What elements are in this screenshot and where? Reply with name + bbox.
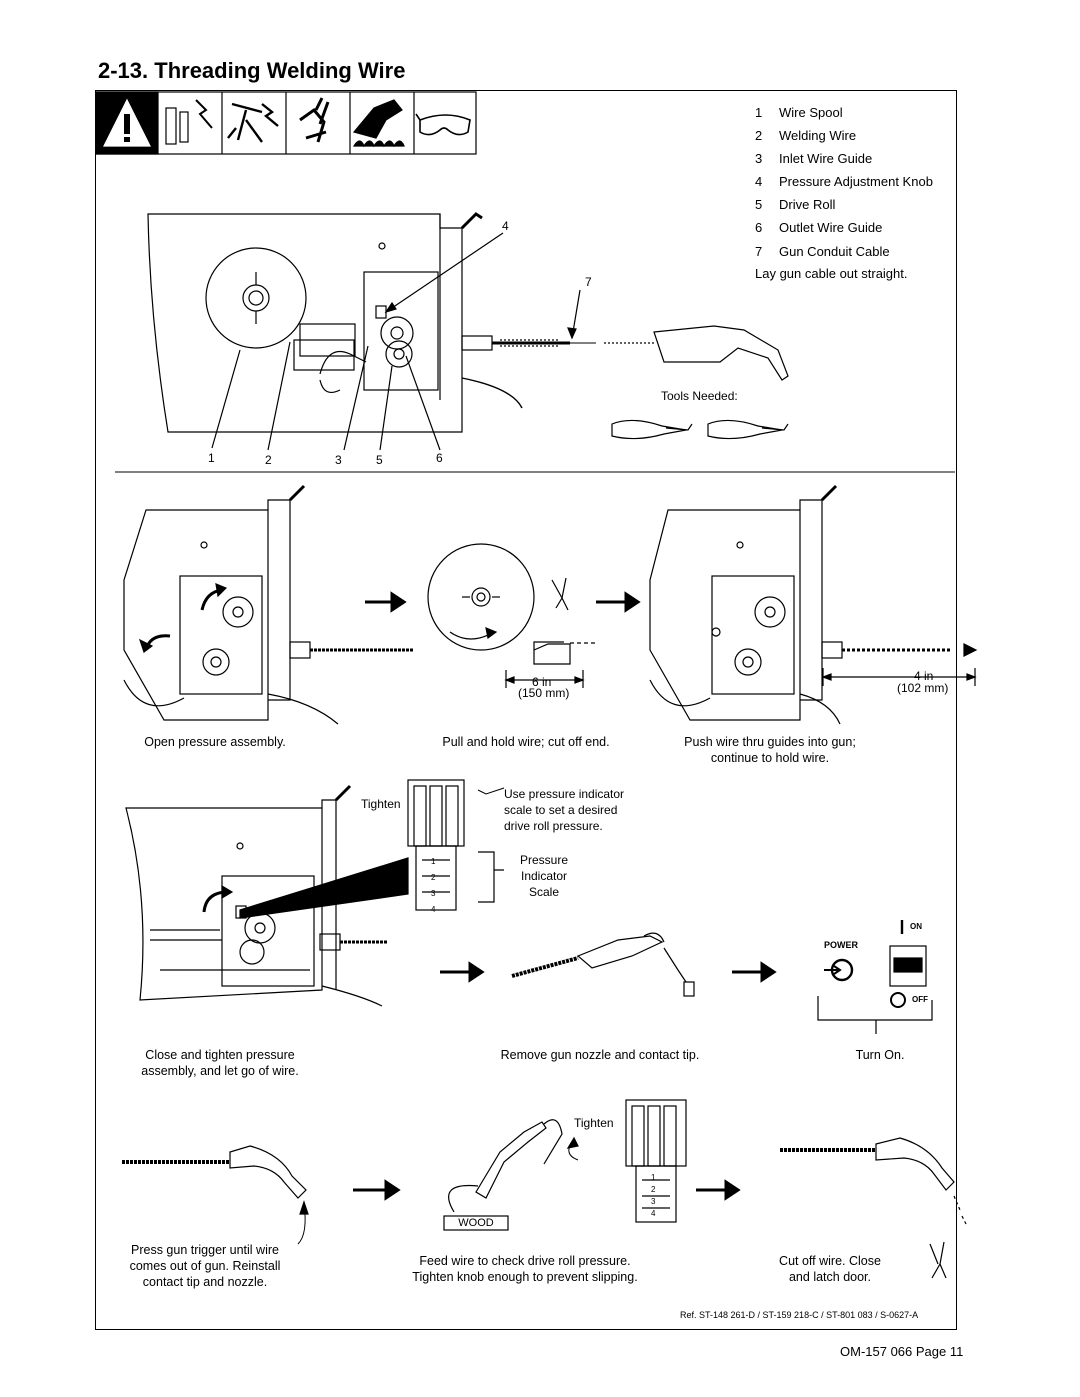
callout-1: 1 (208, 451, 215, 465)
caption-pull: Pull and hold wire; cut off end. (442, 735, 610, 749)
reference-numbers: Ref. ST-148 261-D / ST-159 218-C / ST-80… (680, 1310, 919, 1320)
off-label: OFF (912, 995, 928, 1004)
power-switch-diagram (817, 920, 933, 1034)
caption-push: Push wire thru guides into gun;continue … (684, 735, 856, 765)
tighten-label-2: Tighten (574, 1116, 614, 1130)
dimension-102-mm: (102 mm) (897, 681, 949, 695)
arrow-icons (353, 591, 777, 1201)
power-label: POWER (824, 940, 859, 950)
caption-turn-on: Turn On. (855, 1048, 905, 1062)
page-title: 2-13. Threading Welding Wire (98, 58, 406, 83)
caption-open: Open pressure assembly. (144, 735, 286, 749)
safety-glasses-icon (415, 113, 471, 136)
gun-removal-diagram (511, 932, 695, 997)
step-open-diagram (123, 484, 414, 725)
drive-roll-bottom (385, 340, 413, 368)
electric-shock-icon (165, 99, 213, 145)
content-frame (95, 90, 957, 1330)
tools-needed-label: Tools Needed: (661, 389, 738, 403)
dimension-4-in: 4 in (914, 669, 934, 683)
hazard-person-icon (227, 102, 279, 143)
step-close-diagram (125, 784, 409, 1007)
safety-icons (95, 91, 477, 155)
pliers-icons (611, 419, 789, 440)
callout-3: 3 (335, 453, 342, 467)
dimension-6-in: 6 in (532, 675, 552, 689)
dimension-150-mm: (150 mm) (518, 686, 570, 700)
wire-spool (205, 247, 307, 349)
on-label: ON (910, 922, 922, 931)
gun-trigger-diagram (122, 1145, 309, 1245)
wood-feed-diagram (443, 1099, 687, 1231)
callout-2: 2 (265, 453, 272, 467)
main-feeder-diagram (147, 212, 789, 451)
wood-label: WOOD (458, 1217, 494, 1229)
callout-5: 5 (376, 453, 383, 467)
tighten-label: Tighten (361, 797, 401, 811)
hot-parts-icon (352, 99, 405, 148)
cut-wire-diagram (780, 1137, 967, 1279)
page-footer: OM-157 066 Page 11 (840, 1344, 964, 1359)
callout-7: 7 (585, 275, 592, 289)
pressure-scale (407, 779, 505, 911)
callout-4: 4 (502, 219, 509, 233)
spool-pull-diagram (427, 543, 598, 688)
moving-parts-icon (299, 97, 330, 143)
legend-note: Lay gun cable out straight. (755, 266, 908, 281)
step-push-diagram (649, 484, 978, 725)
caption-remove: Remove gun nozzle and contact tip. (500, 1048, 700, 1062)
callout-6: 6 (436, 451, 443, 465)
caption-feed: Feed wire to check drive roll pressure.T… (412, 1254, 638, 1284)
